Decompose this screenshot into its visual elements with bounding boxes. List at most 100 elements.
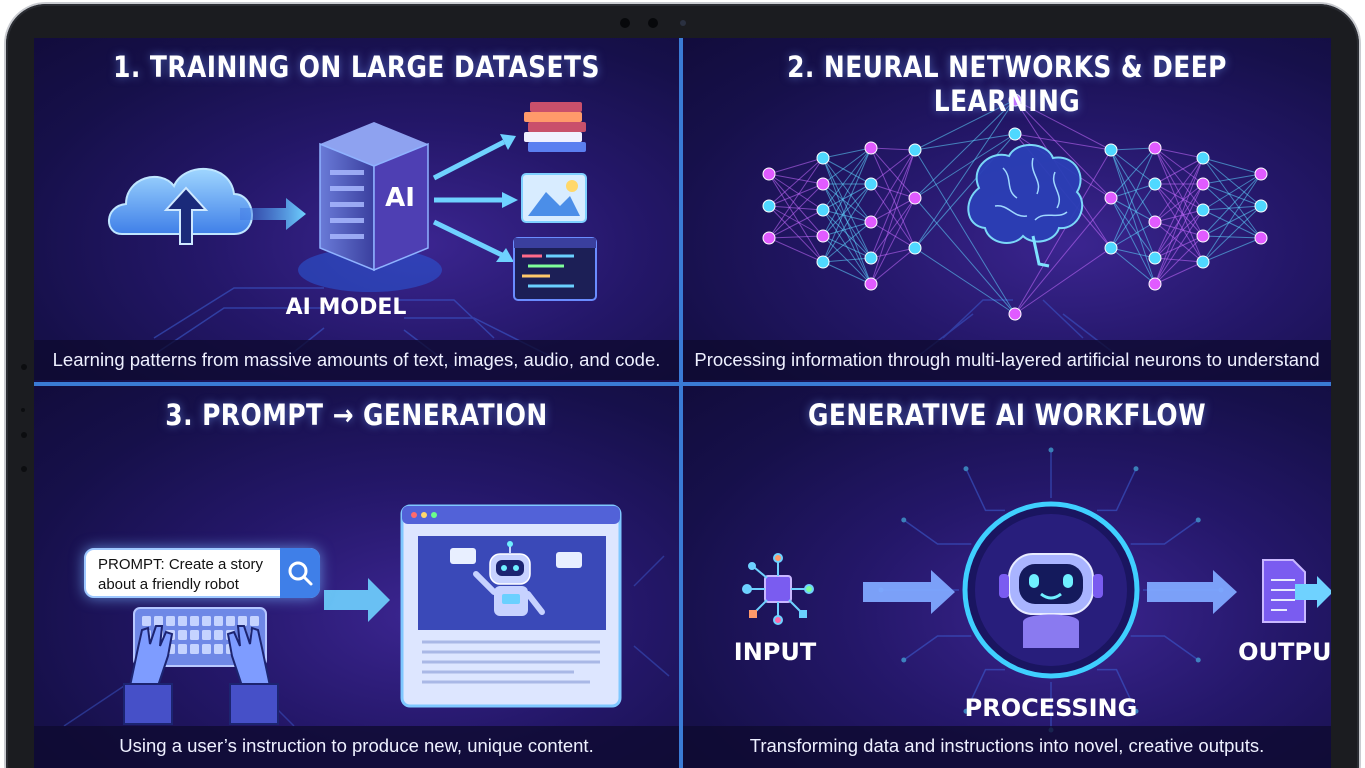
neuron-node <box>1148 251 1162 265</box>
camera-dot <box>620 18 630 28</box>
neuron-node <box>1148 177 1162 191</box>
ai-model-label: AI MODEL <box>286 295 407 320</box>
arrow-right-icon <box>863 570 955 614</box>
neuron-node <box>1148 215 1162 229</box>
hands-icon <box>123 625 279 725</box>
keyboard-key <box>178 630 187 640</box>
neuron-node <box>864 277 878 291</box>
arrow-icon <box>502 192 518 208</box>
input-network-icon <box>742 553 814 625</box>
keyboard-key <box>226 616 235 626</box>
circuit-node <box>963 708 969 714</box>
circuit-trace <box>965 468 1005 512</box>
brain-icon <box>967 143 1084 268</box>
keyboard-key <box>178 644 187 654</box>
network-edges <box>768 99 1262 315</box>
neuron-node <box>816 177 830 191</box>
panel-prompt-generation: PROMPT: Create a story about a friendly … <box>34 386 679 768</box>
circuit-trace <box>1097 468 1137 512</box>
keyboard-key <box>190 644 199 654</box>
circuit-trace <box>903 635 972 661</box>
search-button[interactable] <box>280 548 320 598</box>
document-icon <box>1262 559 1331 623</box>
panel-workflow: INPUT PROCESSING OUTPUT GENERATIVE AI WO… <box>683 386 1331 768</box>
neuron-node <box>1254 231 1268 245</box>
circuit-node <box>1133 466 1139 472</box>
neuron-node <box>864 251 878 265</box>
neuron-node <box>908 241 922 255</box>
circuit-node <box>1133 708 1139 714</box>
camera-lens <box>680 20 686 26</box>
keyboard-key <box>214 644 223 654</box>
workflow-diagram: INPUT PROCESSING OUTPUT <box>734 447 1331 733</box>
panel-caption: Learning patterns from massive amounts o… <box>34 340 679 380</box>
keyboard-key <box>214 616 223 626</box>
keyboard-key <box>238 616 247 626</box>
neuron-node <box>1104 191 1118 205</box>
circuit-node <box>1195 657 1201 663</box>
neuron-node <box>762 231 776 245</box>
arrow-icon <box>500 134 516 150</box>
chat-bubble-icon <box>450 548 582 568</box>
keyboard-key <box>214 630 223 640</box>
circuit-trace <box>1097 668 1137 712</box>
neuron-node <box>1196 255 1210 269</box>
panel-title: 3. PROMPT → GENERATION <box>165 398 548 432</box>
circuit-node <box>901 657 907 663</box>
panel-neural-networks: 2. NEURAL NETWORKS & DEEP LEARNING Proce… <box>683 38 1331 382</box>
neuron-node <box>1104 241 1118 255</box>
circuit-node <box>1195 517 1201 523</box>
glow-platform <box>298 248 442 292</box>
neuron-node <box>1196 229 1210 243</box>
neuron-node <box>1148 141 1162 155</box>
search-icon <box>288 561 313 586</box>
keyboard-key <box>202 616 211 626</box>
circuit-node <box>1048 447 1054 453</box>
neuron-node <box>864 215 878 229</box>
neuron-node <box>1196 151 1210 165</box>
prompt-text-line1: PROMPT: Create a story <box>98 556 264 573</box>
output-label: OUTPUT <box>1238 638 1331 666</box>
neuron-node <box>1008 127 1022 141</box>
panel-caption: Processing information through multi-lay… <box>683 340 1331 380</box>
panel-caption: Using a user’s instruction to produce ne… <box>34 726 679 768</box>
circuit-trace <box>903 519 972 545</box>
keyboard-key <box>190 616 199 626</box>
circuit-node <box>963 466 969 472</box>
arrow-icon <box>496 248 514 262</box>
panel-title: 1. TRAINING ON LARGE DATASETS <box>113 50 600 84</box>
neuron-node <box>816 203 830 217</box>
panel-training: AI AI MODEL <box>34 38 679 382</box>
arrow-right-icon <box>240 198 306 230</box>
side-button <box>21 364 27 370</box>
cloud-upload-icon <box>108 167 253 245</box>
arrow-right-icon <box>1147 570 1237 614</box>
robot-icon <box>473 541 545 616</box>
processing-label: PROCESSING <box>965 694 1138 722</box>
keyboard-key <box>142 616 151 626</box>
neuron-node <box>1008 93 1022 107</box>
neuron-node <box>1196 203 1210 217</box>
circuit-node <box>901 517 907 523</box>
neuron-node <box>908 191 922 205</box>
panel-title: 2. NEURAL NETWORKS & DEEP LEARNING <box>787 50 1227 118</box>
keyboard-key <box>154 616 163 626</box>
image-icon <box>521 173 587 223</box>
input-label: INPUT <box>734 638 817 666</box>
prompt-illustration <box>63 504 670 727</box>
keyboard-key <box>250 616 259 626</box>
ai-badge: AI <box>385 183 415 213</box>
keyboard-key <box>202 630 211 640</box>
circuit-trace <box>965 668 1005 712</box>
prompt-text-line2: about a friendly robot <box>98 576 239 593</box>
neuron-node <box>816 229 830 243</box>
side-button <box>21 432 27 438</box>
keyboard-key <box>166 616 175 626</box>
code-window-icon <box>513 237 597 301</box>
panel-title: GENERATIVE AI WORKFLOW <box>807 398 1207 432</box>
neuron-node <box>1148 277 1162 291</box>
circuit-trace <box>1130 635 1199 661</box>
arrow-right-icon <box>324 578 390 622</box>
side-button <box>21 466 27 472</box>
books-icon <box>524 102 586 152</box>
